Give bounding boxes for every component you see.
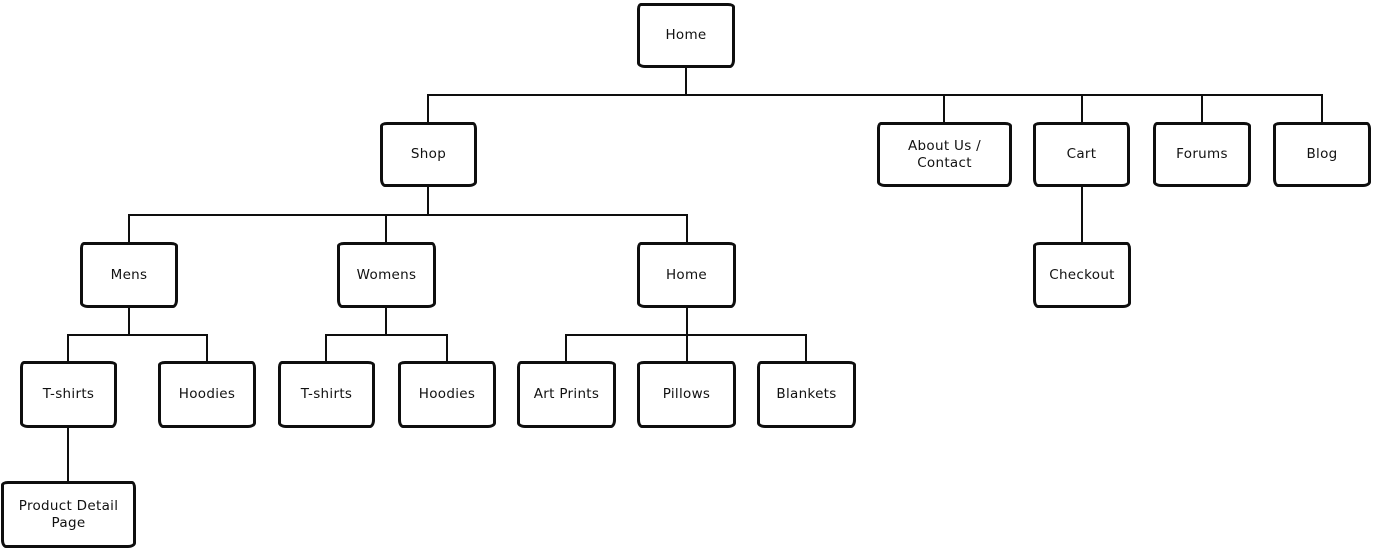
node-home-category-label: Home bbox=[665, 266, 708, 283]
node-blog[interactable]: Blog bbox=[1273, 122, 1371, 187]
node-mens-hoodies-label: Hoodies bbox=[178, 386, 236, 403]
node-cart[interactable]: Cart bbox=[1033, 122, 1130, 187]
node-blog-label: Blog bbox=[1306, 146, 1338, 163]
node-about-us-contact-label: About Us / Contact bbox=[908, 138, 981, 171]
node-womens[interactable]: Womens bbox=[337, 242, 436, 308]
node-mens-label: Mens bbox=[110, 266, 148, 283]
node-home[interactable]: Home bbox=[637, 3, 735, 68]
node-cart-label: Cart bbox=[1066, 146, 1097, 163]
node-home-category[interactable]: Home bbox=[637, 242, 736, 308]
node-home-label: Home bbox=[665, 27, 707, 44]
node-womens-hoodies-label: Hoodies bbox=[418, 386, 476, 403]
node-womens-tshirts-label: T-shirts bbox=[300, 386, 353, 403]
node-womens-tshirts[interactable]: T-shirts bbox=[278, 361, 375, 428]
node-blankets-label: Blankets bbox=[776, 386, 837, 403]
node-forums[interactable]: Forums bbox=[1153, 122, 1251, 187]
node-product-detail-page-label: Product Detail Page bbox=[18, 498, 119, 531]
node-mens[interactable]: Mens bbox=[80, 242, 178, 308]
node-mens-tshirts[interactable]: T-shirts bbox=[20, 361, 117, 428]
node-forums-label: Forums bbox=[1176, 146, 1228, 163]
node-womens-label: Womens bbox=[356, 266, 417, 283]
node-shop[interactable]: Shop bbox=[380, 122, 477, 187]
node-womens-hoodies[interactable]: Hoodies bbox=[398, 361, 496, 428]
node-art-prints[interactable]: Art Prints bbox=[517, 361, 616, 428]
node-blankets[interactable]: Blankets bbox=[757, 361, 856, 428]
node-product-detail-page[interactable]: Product Detail Page bbox=[1, 481, 136, 548]
node-art-prints-label: Art Prints bbox=[533, 386, 600, 403]
node-pillows-label: Pillows bbox=[662, 386, 711, 403]
node-checkout[interactable]: Checkout bbox=[1033, 242, 1131, 308]
node-about-us-contact[interactable]: About Us / Contact bbox=[877, 122, 1012, 187]
node-mens-tshirts-label: T-shirts bbox=[42, 386, 95, 403]
node-mens-hoodies[interactable]: Hoodies bbox=[158, 361, 256, 428]
node-shop-label: Shop bbox=[410, 146, 447, 163]
node-checkout-label: Checkout bbox=[1049, 266, 1115, 283]
node-pillows[interactable]: Pillows bbox=[637, 361, 736, 428]
